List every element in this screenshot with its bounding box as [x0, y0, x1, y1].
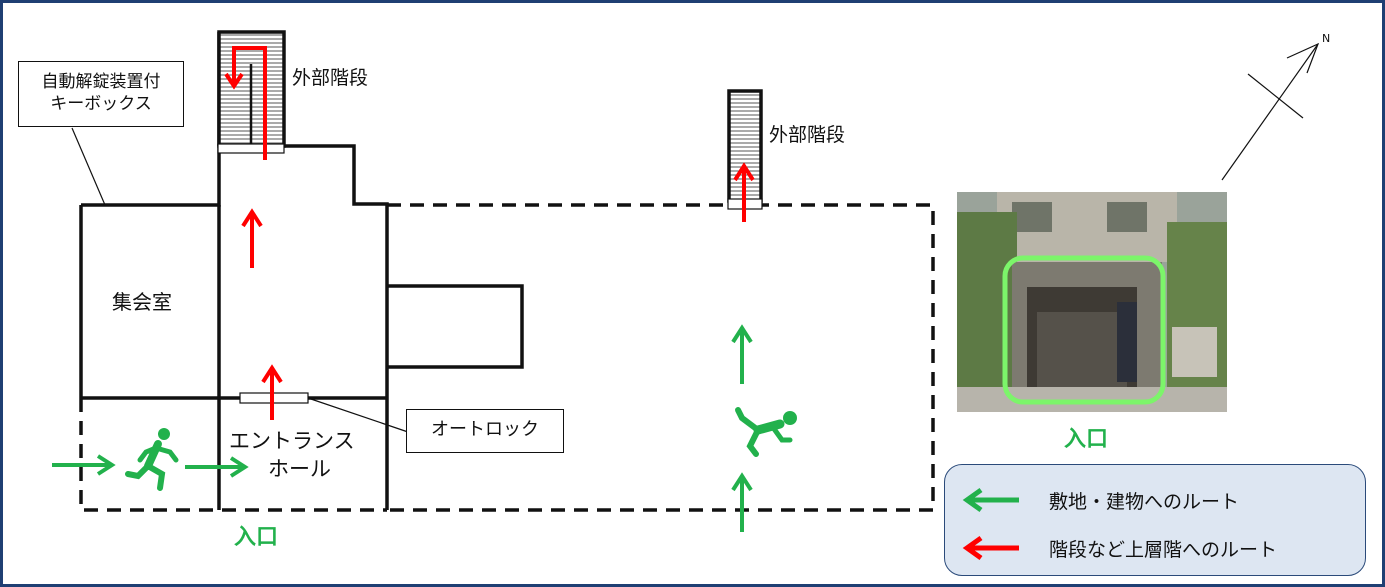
legend-red-text: 階段など上層階へのルート	[1049, 539, 1278, 561]
red-route-arrows	[224, 46, 755, 420]
site-boundary	[79, 203, 935, 512]
external-stairs-label-right: 外部階段	[769, 124, 845, 146]
green-legend-arrow-icon	[962, 487, 1019, 513]
keybox-line1: 自動解錠装置付	[41, 72, 161, 92]
north-arrow-icon	[1221, 42, 1320, 181]
entrance-photo	[957, 192, 1227, 412]
keybox-label: 自動解錠装置付 キーボックス	[18, 61, 184, 127]
external-stairs-label-left: 外部階段	[292, 67, 368, 89]
walking-person-icon	[735, 407, 797, 457]
entrance-hall-line2: ホール	[268, 457, 331, 481]
green-route-arrows	[52, 324, 753, 532]
legend: 敷地・建物へのルート 階段など上層階へのルート	[944, 464, 1366, 576]
autolock-text: オートロック	[431, 419, 539, 440]
exit-person-icon	[125, 428, 179, 491]
entrance-label-plan: 入口	[234, 525, 278, 550]
legend-green-text: 敷地・建物へのルート	[1049, 491, 1240, 513]
legend-arrows	[962, 487, 1019, 561]
autolock-label: オートロック	[406, 409, 564, 453]
keybox-line2: キーボックス	[50, 94, 152, 114]
north-letter: N	[1322, 32, 1330, 45]
meeting-room-label: 集会室	[112, 290, 172, 314]
entrance-label-photo: 入口	[1064, 427, 1108, 452]
red-legend-arrow-icon	[962, 535, 1019, 561]
entrance-hall-line1: エントランス	[229, 429, 355, 453]
